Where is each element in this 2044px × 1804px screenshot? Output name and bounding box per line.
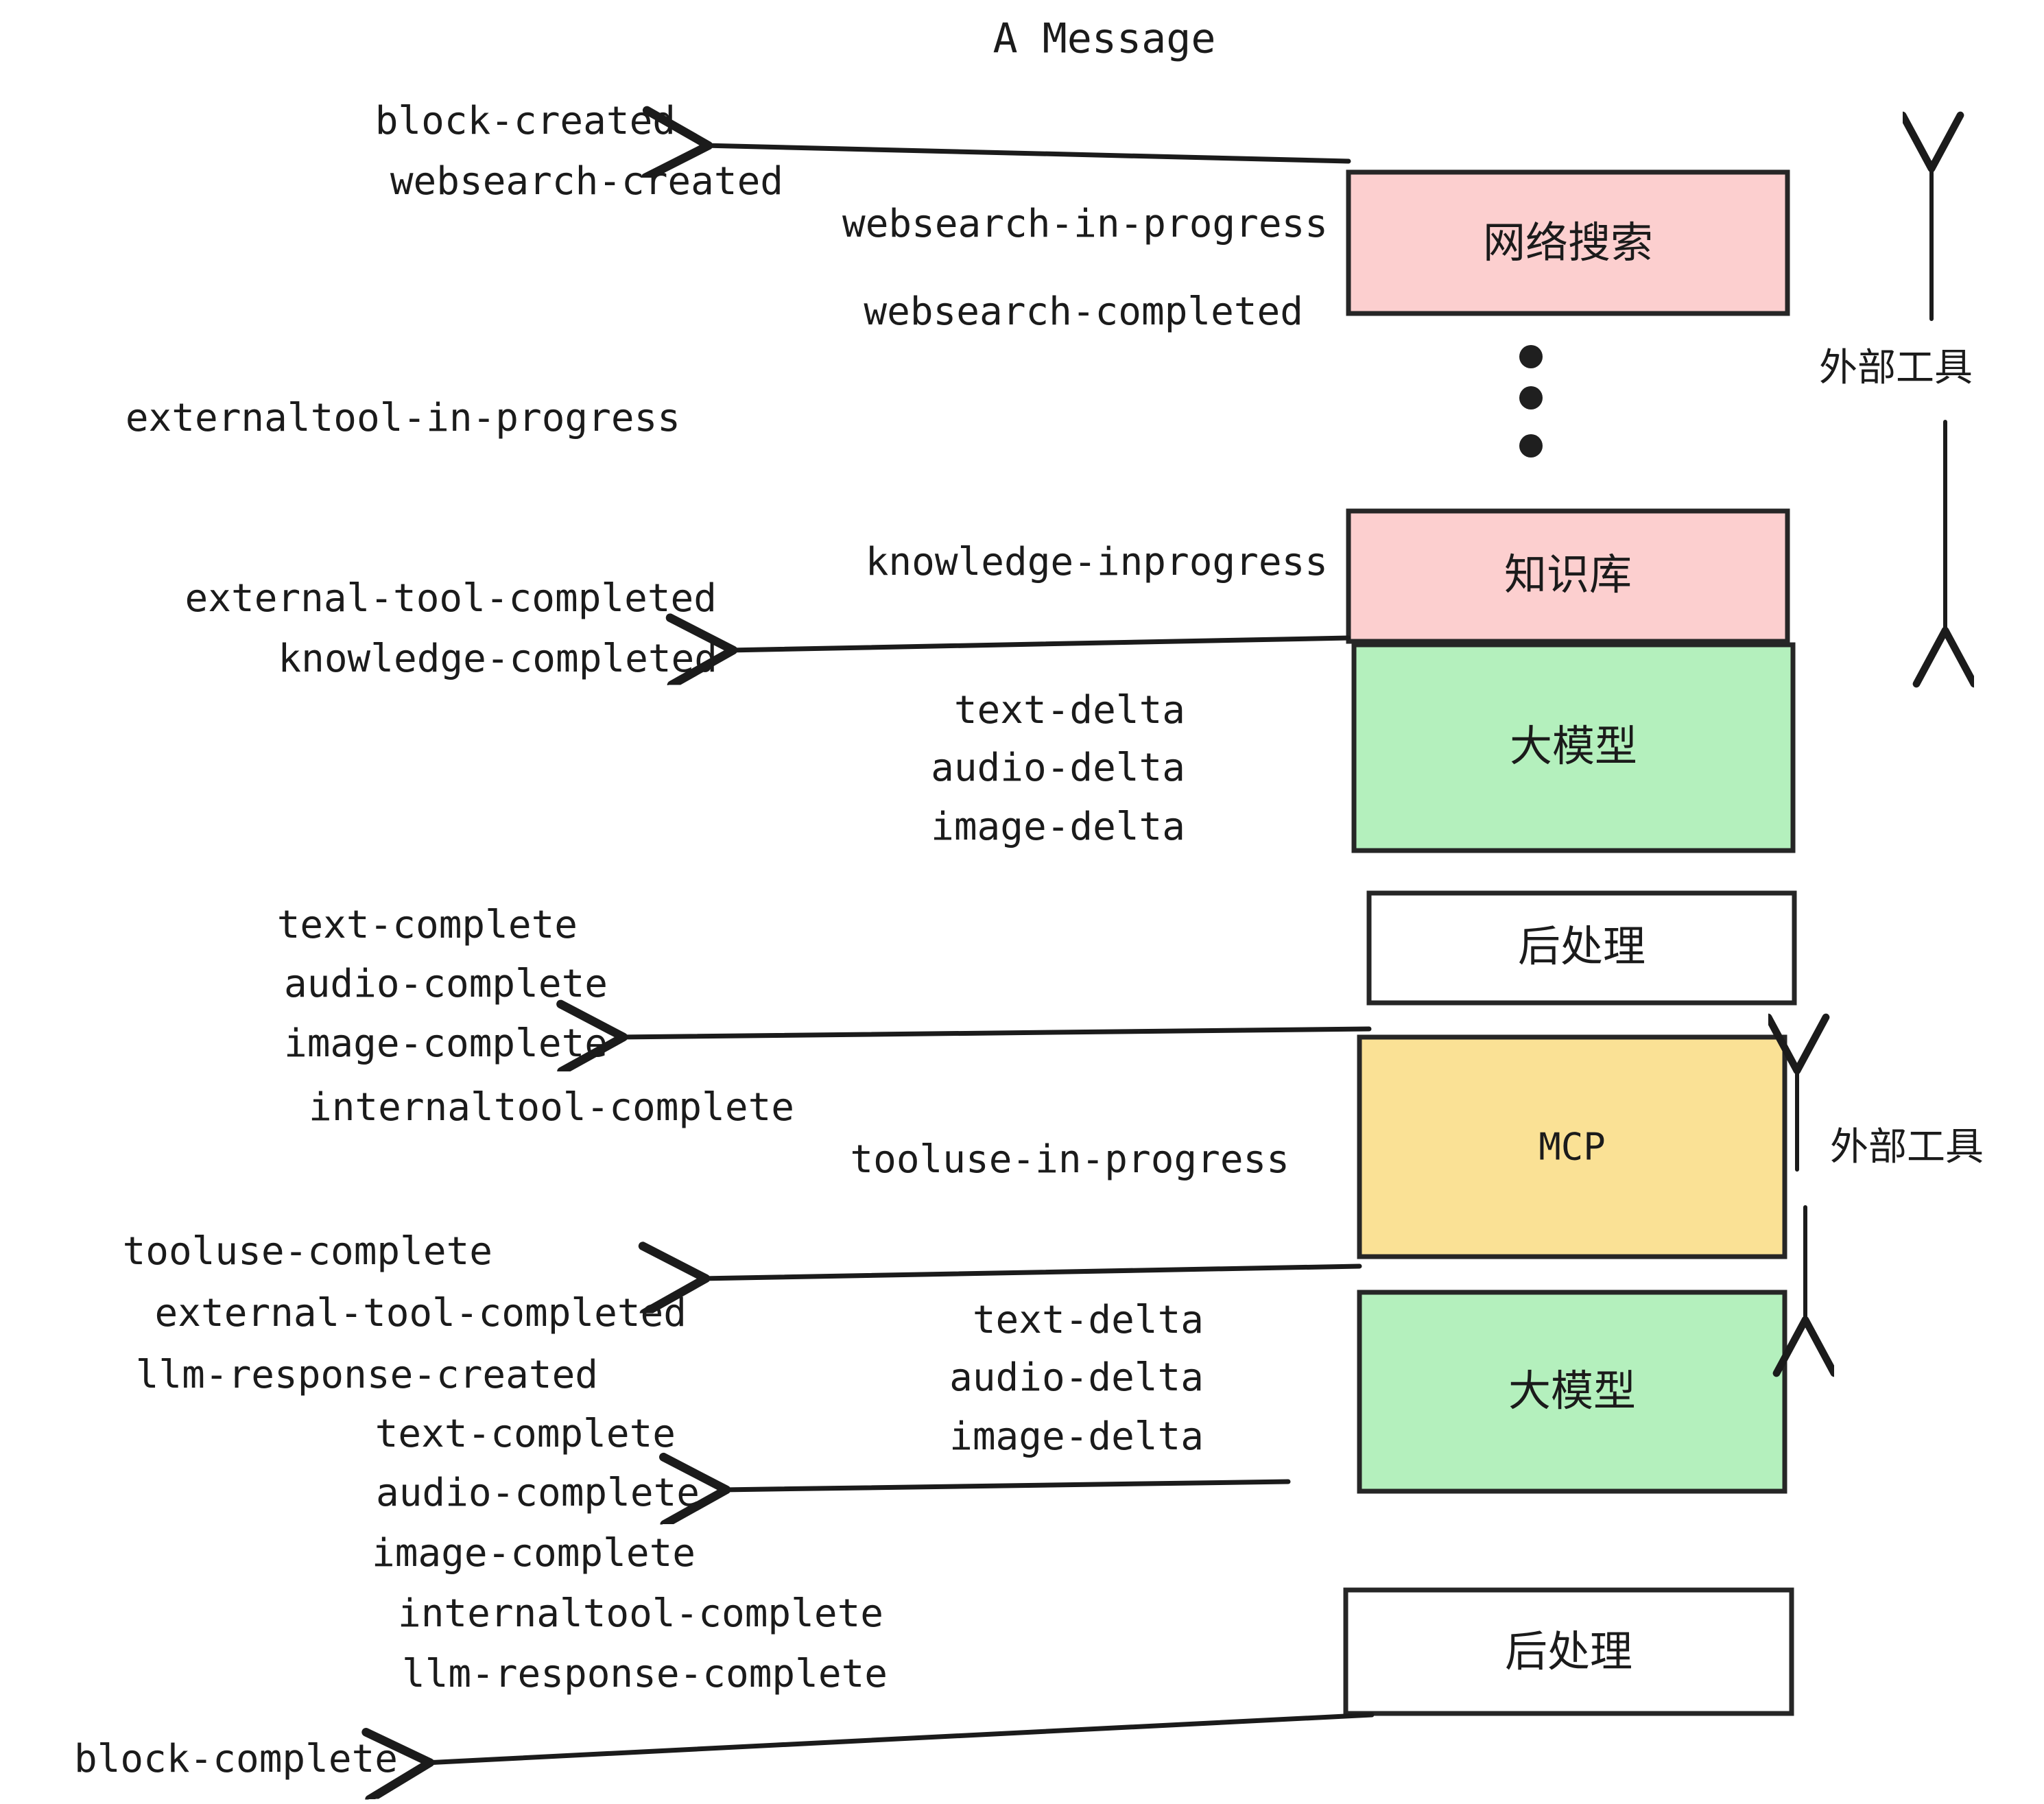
node-websearch-rect[interactable] xyxy=(1346,169,1790,316)
node-postprocess-1-label: 后处理 xyxy=(1518,921,1645,971)
node-knowledge-rect[interactable] xyxy=(1346,508,1790,644)
event-label-internaltool-complete-1: internaltool-complete xyxy=(309,1085,794,1130)
node-knowledge[interactable]: 知识库 xyxy=(1346,508,1790,644)
ellipsis-dot-3 xyxy=(1519,434,1543,458)
event-label-text-complete-2: text-complete xyxy=(375,1412,676,1456)
node-websearch-label: 网络搜索 xyxy=(1483,217,1653,268)
event-label-llm-response-complete: llm-response-complete xyxy=(402,1652,888,1696)
arrow-audio-complete xyxy=(722,1482,1291,1490)
event-label-llm-response-created: llm-response-created xyxy=(136,1353,598,1397)
event-label-image-delta-1: image-delta xyxy=(931,805,1185,849)
event-label-tooluse-complete: tooluse-complete xyxy=(123,1229,492,1274)
event-label-knowledge-completed: knowledge-completed xyxy=(278,637,717,681)
arrow-block-complete xyxy=(425,1712,1375,1763)
arrow-block-created xyxy=(704,145,1351,161)
event-label-text-delta-1: text-delta xyxy=(954,688,1185,733)
event-label-audio-delta-1: audio-delta xyxy=(931,746,1185,790)
node-knowledge-label: 知识库 xyxy=(1504,549,1632,600)
arrow-image-complete xyxy=(619,1029,1372,1037)
external-tools-top-label: 外部工具 xyxy=(1819,346,1973,390)
node-mcp-rect[interactable] xyxy=(1357,1034,1787,1259)
node-llm-2[interactable]: 大模型 xyxy=(1357,1290,1787,1494)
arrow-tooluse-complete xyxy=(701,1266,1362,1279)
event-label-external-tool-completed-2: external-tool-completed xyxy=(155,1291,687,1336)
external-tools-bottom-label: 外部工具 xyxy=(1830,1125,1984,1170)
node-mcp[interactable]: MCP xyxy=(1357,1034,1787,1259)
event-label-image-complete-1: image-complete xyxy=(284,1021,608,1066)
event-label-image-delta-2: image-delta xyxy=(949,1414,1204,1459)
event-label-text-delta-2: text-delta xyxy=(973,1298,1204,1342)
arrow-knowledge-completed xyxy=(728,638,1351,650)
ellipsis-dot-2 xyxy=(1519,386,1543,410)
node-websearch[interactable]: 网络搜索 xyxy=(1346,169,1790,316)
event-label-websearch-completed: websearch-completed xyxy=(864,289,1303,334)
node-postprocess-2[interactable]: 后处理 xyxy=(1343,1587,1794,1716)
node-postprocess-1-rect[interactable] xyxy=(1366,890,1797,1006)
event-label-tooluse-in-progress: tooluse-in-progress xyxy=(850,1137,1290,1182)
event-label-externaltool-in-progress: externaltool-in-progress xyxy=(126,396,680,440)
event-label-knowledge-inprogress: knowledge-inprogress xyxy=(866,540,1328,584)
event-label-external-tool-completed-1: external-tool-completed xyxy=(185,576,717,621)
node-llm-1-rect[interactable] xyxy=(1351,642,1796,853)
event-label-audio-complete-1: audio-complete xyxy=(284,962,608,1006)
event-label-audio-complete-2: audio-complete xyxy=(376,1471,700,1515)
event-label-audio-delta-2: audio-delta xyxy=(949,1355,1204,1400)
node-llm-2-rect[interactable] xyxy=(1357,1290,1787,1494)
event-label-block-created: block-created xyxy=(375,99,676,143)
node-postprocess-2-rect[interactable] xyxy=(1343,1587,1794,1716)
event-label-websearch-created: websearch-created xyxy=(390,159,783,204)
event-label-image-complete-2: image-complete xyxy=(372,1531,696,1576)
event-label-internaltool-complete-2: internaltool-complete xyxy=(398,1591,883,1636)
page-title: A Message xyxy=(993,15,1215,63)
node-llm-1[interactable]: 大模型 xyxy=(1351,642,1796,853)
node-mcp-label: MCP xyxy=(1538,1126,1606,1169)
node-postprocess-1[interactable]: 后处理 xyxy=(1366,890,1797,1006)
event-label-block-complete: block-complete xyxy=(74,1737,398,1781)
event-label-text-complete-1: text-complete xyxy=(277,903,578,947)
ellipsis-dot-1 xyxy=(1519,345,1543,368)
node-llm-2-label: 大模型 xyxy=(1508,1366,1636,1416)
node-llm-1-label: 大模型 xyxy=(1510,721,1637,771)
node-postprocess-2-label: 后处理 xyxy=(1505,1626,1632,1676)
event-label-websearch-in-progress: websearch-in-progress xyxy=(842,202,1328,246)
